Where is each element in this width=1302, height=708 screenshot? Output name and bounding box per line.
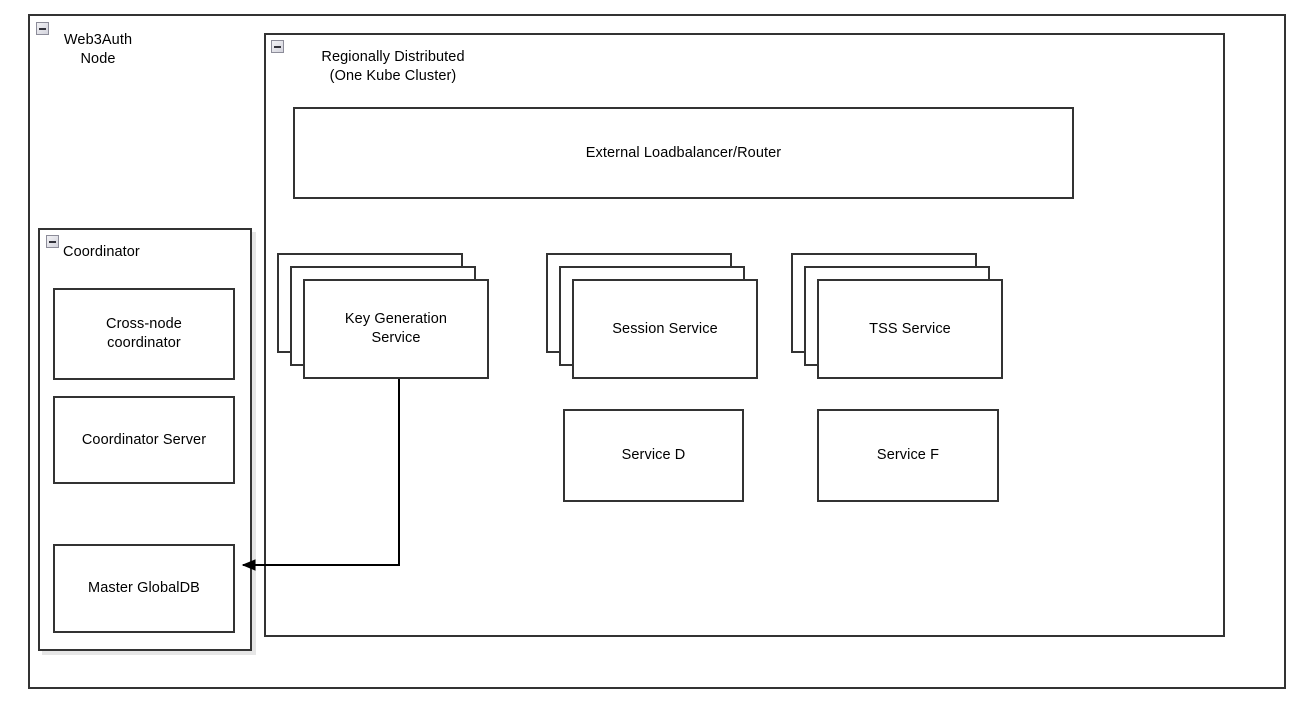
collapse-minus-icon-regionally-distributed[interactable] bbox=[271, 40, 284, 53]
node-service-d[interactable]: Service D bbox=[563, 409, 744, 502]
stack-layer-front[interactable]: TSS Service bbox=[817, 279, 1003, 379]
node-coordinator-server[interactable]: Coordinator Server bbox=[53, 396, 235, 484]
stack-layer-front[interactable]: Session Service bbox=[572, 279, 758, 379]
container-title-coordinator: Coordinator bbox=[63, 244, 140, 260]
stacked-node-session-service[interactable]: Session Service bbox=[546, 253, 758, 379]
node-external-loadbalancer-router[interactable]: External Loadbalancer/Router bbox=[293, 107, 1074, 199]
node-cross-node-coordinator[interactable]: Cross-node coordinator bbox=[53, 288, 235, 380]
stack-layer-front[interactable]: Key Generation Service bbox=[303, 279, 489, 379]
container-title-web3auth-node: Web3Auth Node bbox=[63, 32, 133, 67]
node-service-f[interactable]: Service F bbox=[817, 409, 999, 502]
container-title-regionally-distributed: Regionally Distributed (One Kube Cluster… bbox=[321, 49, 465, 84]
stacked-node-key-generation-service[interactable]: Key Generation Service bbox=[277, 253, 489, 379]
node-master-globaldb[interactable]: Master GlobalDB bbox=[53, 544, 235, 633]
collapse-minus-icon-coordinator[interactable] bbox=[46, 235, 59, 248]
stacked-node-tss-service[interactable]: TSS Service bbox=[791, 253, 1003, 379]
collapse-minus-icon-web3auth-node[interactable] bbox=[36, 22, 49, 35]
